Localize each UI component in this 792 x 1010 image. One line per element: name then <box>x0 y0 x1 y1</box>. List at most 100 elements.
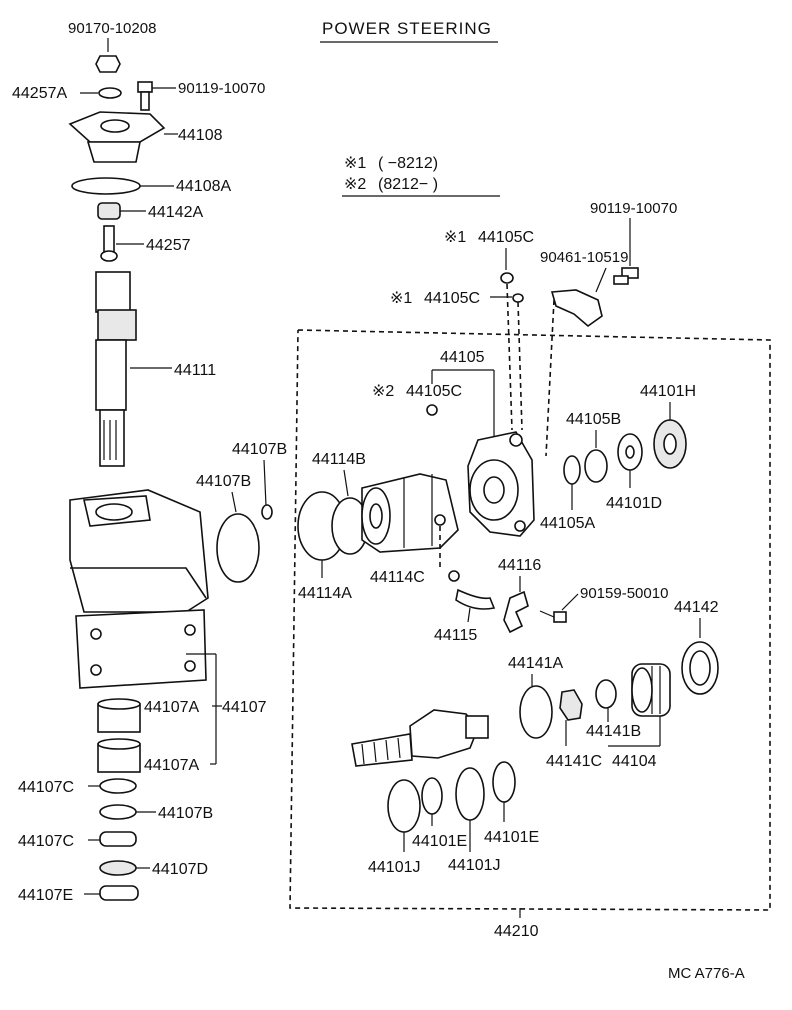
ring-44105A-part <box>563 455 581 485</box>
washer-b-part <box>99 804 137 820</box>
plug-a-part <box>500 272 514 284</box>
label-44101D: 44101D <box>606 495 662 512</box>
seal-44101H-part <box>653 419 687 469</box>
label-44115: 44115 <box>434 627 477 644</box>
leader-44107B-top <box>263 459 267 507</box>
small-ring-part <box>261 504 273 520</box>
ring-44105B-part <box>584 449 608 483</box>
label-44105B: 44105B <box>566 411 621 428</box>
seal-part <box>97 202 121 220</box>
footer-code: MC A776-A <box>668 965 745 982</box>
housing-o-ring-part <box>216 513 260 583</box>
label-90119-10070-top: 90119-10070 <box>178 80 265 97</box>
leader-44114B <box>343 469 349 497</box>
ring-44141B-part <box>595 679 617 709</box>
ring-44101E-1-part <box>421 777 443 815</box>
label-44107: 44107 <box>222 699 267 716</box>
rack-shaft-part <box>351 709 489 767</box>
label-44141A: 44141A <box>508 655 563 672</box>
bolt-right-part <box>613 267 639 285</box>
label-44105C-c: 44105C <box>406 383 462 400</box>
washer-d-part <box>99 860 137 876</box>
ring-44141A-part <box>519 685 553 739</box>
label-44107C-1: 44107C <box>18 779 74 796</box>
dash-line-2 <box>517 301 523 431</box>
label-44114A: 44114A <box>298 585 352 602</box>
washer-e-part <box>99 885 139 901</box>
legend-note1-mark: ※1 <box>344 155 366 172</box>
leader-44115 <box>467 607 471 623</box>
label-44114C: 44114C <box>370 569 425 586</box>
seal-44142-part <box>681 641 719 695</box>
plug-c-part <box>426 404 438 416</box>
stud-part <box>100 225 118 262</box>
cylinder-end-part <box>467 431 535 537</box>
label-44105A: 44105A <box>540 515 595 532</box>
label-90170-10208: 90170-10208 <box>68 20 156 37</box>
diagram-title: POWER STEERING <box>322 19 492 38</box>
label-44107A-1: 44107A <box>144 699 199 716</box>
ring-44101E-2-part <box>492 761 516 803</box>
o-ring-part <box>71 177 141 195</box>
label-44107B-top: 44107B <box>232 441 287 458</box>
mark-2: ※2 <box>372 383 394 400</box>
label-44107B-bot: 44107B <box>158 805 213 822</box>
label-44108: 44108 <box>178 127 223 144</box>
label-44105C-b: 44105C <box>424 290 480 307</box>
label-44142A: 44142A <box>148 204 203 221</box>
label-44116: 44116 <box>498 557 541 574</box>
label-44107B-mid: 44107B <box>196 473 251 490</box>
assembly-box <box>289 329 771 911</box>
plug-b-part <box>512 293 524 303</box>
bearing-upper-part <box>97 698 141 733</box>
mark-1a: ※1 <box>444 229 466 246</box>
washer-c1-part <box>99 778 137 794</box>
washer-part <box>98 87 122 99</box>
label-44107C-2: 44107C <box>18 833 74 850</box>
legend-note1-range: ( −8212) <box>378 155 438 172</box>
label-44210: 44210 <box>494 923 539 940</box>
leader-44107B-mid <box>231 491 237 513</box>
legend-note2-mark: ※2 <box>344 176 366 193</box>
label-44101J-2: 44101J <box>448 857 501 874</box>
washer-c2-part <box>99 831 137 847</box>
valve-shaft-part <box>95 271 137 467</box>
label-44142: 44142 <box>674 599 719 616</box>
ring-44101J-1-part <box>387 779 421 833</box>
label-44141B: 44141B <box>586 723 641 740</box>
label-90119-10070-right: 90119-10070 <box>590 200 677 217</box>
nut-44141C-part <box>559 689 583 721</box>
tube-44115-part <box>455 588 496 610</box>
clamp-part <box>550 289 603 328</box>
leader-90159 <box>561 593 579 611</box>
bearing-lower-part <box>97 738 141 773</box>
label-44114B: 44114B <box>312 451 366 468</box>
gear-housing-part <box>69 489 209 689</box>
label-44101H: 44101H <box>640 383 696 400</box>
ball-44114C-part <box>448 570 460 582</box>
label-44108A: 44108A <box>176 178 231 195</box>
dash-line-1 <box>506 283 513 431</box>
washer-44101D-hole <box>625 445 635 459</box>
label-44107A-2: 44107A <box>144 757 199 774</box>
label-44104: 44104 <box>612 753 657 770</box>
mark-1b: ※1 <box>390 290 412 307</box>
label-44105C-a: 44105C <box>478 229 534 246</box>
label-44111: 44111 <box>174 362 216 379</box>
label-44101J-1: 44101J <box>368 859 421 876</box>
label-44107E: 44107E <box>18 887 73 904</box>
label-44105: 44105 <box>440 349 485 366</box>
ring-44101J-2-part <box>455 767 485 821</box>
valve-body-44104-part <box>631 663 671 717</box>
label-44257: 44257 <box>146 237 191 254</box>
legend-note2-range: (8212− ) <box>378 176 438 193</box>
label-44141C: 44141C <box>546 753 602 770</box>
label-44101E-2: 44101E <box>484 829 539 846</box>
label-44107D: 44107D <box>152 861 208 878</box>
bolt-part <box>137 81 153 111</box>
label-44101E-1: 44101E <box>412 833 467 850</box>
leader-90461 <box>595 267 607 293</box>
screw-90159-part <box>539 610 567 623</box>
